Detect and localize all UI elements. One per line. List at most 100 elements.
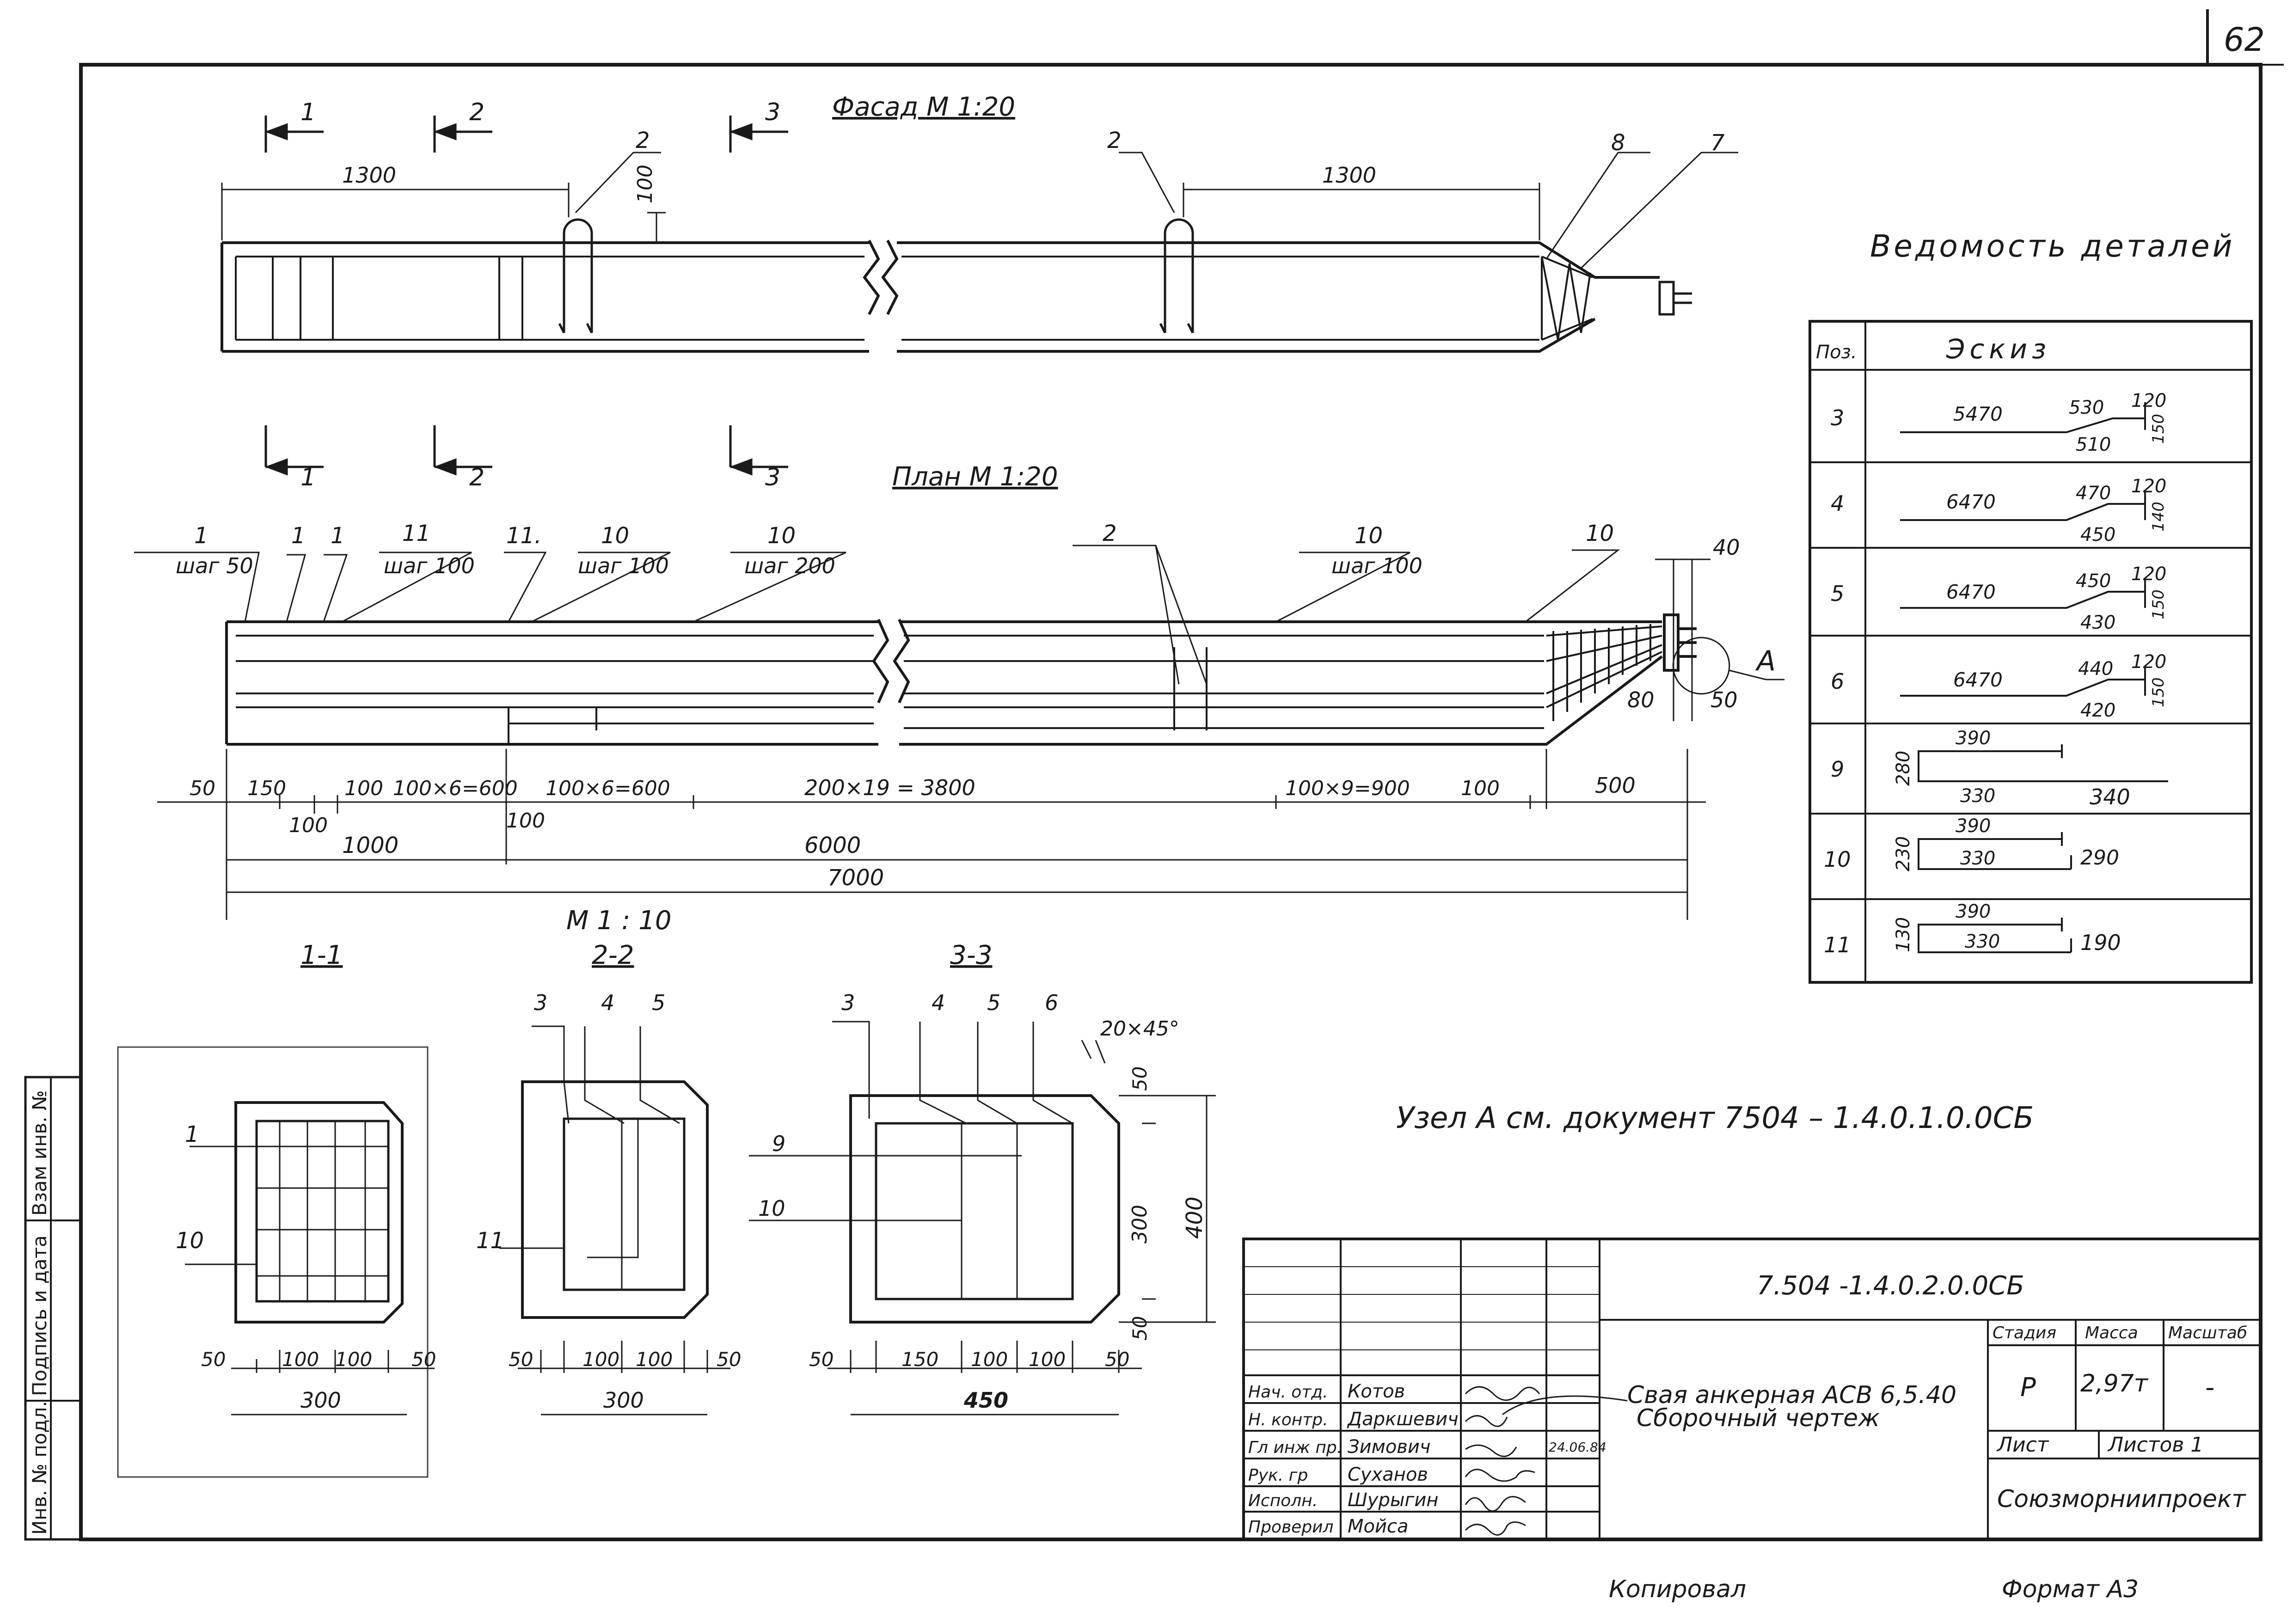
sheets-label: Листов 1: [2107, 1433, 2203, 1457]
plan-callout-1c: 1: [331, 523, 345, 549]
row-5-hook: 120: [2131, 564, 2166, 585]
schedule-row-6: 6 6470 440 120 420 150: [1831, 651, 2168, 721]
s2-callout-4: 4: [601, 990, 614, 1015]
s3-callout-6: 6: [1045, 990, 1058, 1015]
section-3-title: 3-3: [950, 940, 992, 970]
row-9-tail: 340: [2090, 784, 2130, 809]
plan-dim-600a: 100×6=600: [393, 777, 518, 800]
row-9-height: 280: [1893, 751, 1914, 786]
plan-title: План М 1:20: [892, 462, 1058, 492]
facade-callout-2b: 2: [1107, 128, 1122, 153]
organization: Союзморниипроект: [1997, 1485, 2246, 1513]
facade-rebar: [235, 256, 1593, 341]
cut-mark-3-top: 3: [765, 98, 780, 126]
node-dim-80: 80: [1627, 687, 1655, 712]
schedule-title: Ведомость деталей: [1870, 228, 2235, 264]
s3-callout-5: 5: [987, 990, 1000, 1015]
plan-dim-500: 500: [1595, 773, 1636, 798]
facade-callout-7: 7: [1711, 130, 1725, 156]
schedule-stirrup-sketches: [1918, 744, 2168, 953]
plan-dim-100b: 100: [1461, 777, 1500, 800]
cut-mark-2-top: 2: [469, 98, 484, 126]
staff-role-1: Н. контр.: [1248, 1410, 1328, 1429]
staff-name-4: Шурыгин: [1348, 1489, 1439, 1511]
row-6-rise: 150: [2149, 677, 2168, 707]
row-4-rise: 140: [2149, 502, 2168, 532]
row-9-inner: 330: [1960, 785, 1995, 807]
plan-callout-11b: 11.: [506, 523, 541, 549]
row-5-proj: 430: [2080, 612, 2115, 633]
plan-subdim-100a: 100: [289, 814, 328, 837]
stage-value: Р: [2020, 1373, 2036, 1403]
schedule-row-10: 10 390 230 330 290: [1824, 815, 2119, 872]
plan-subdim-100b: 100: [506, 809, 545, 833]
plan-callout-10a-note: шаг 100: [578, 553, 669, 578]
signatures: [1465, 1386, 1540, 1536]
doc-title-line1: Свая анкерная АСВ 6,5.40: [1627, 1381, 1956, 1409]
row-10-height: 230: [1893, 836, 1914, 871]
row-10-inner: 330: [1960, 848, 1995, 869]
node-dim-50: 50: [1711, 687, 1738, 712]
scale-label: Масштаб: [2168, 1324, 2247, 1342]
plan-callout-1a-note: шаг 50: [176, 553, 253, 578]
s3-dim-50b: 50: [1105, 1348, 1129, 1371]
s2-dim-50b: 50: [717, 1348, 741, 1371]
facade-callout-2a: 2: [636, 128, 650, 153]
schedule-row-3: 3 5470 530 120 510 150: [1831, 390, 2168, 455]
plan-dim-7000: 7000: [828, 865, 884, 891]
staff-name-2: Зимович: [1348, 1436, 1431, 1458]
row-4-pos: 4: [1831, 491, 1844, 516]
plan-callout-10d: 10: [1586, 521, 1614, 546]
row-3-rise: 150: [2149, 414, 2168, 444]
plan-leaders: [134, 545, 1784, 721]
s3-vdim-50b: 50: [1128, 1316, 1151, 1341]
parts-schedule: Ведомость деталей Поз. Эскиз 3 5470 530 …: [1809, 228, 2253, 984]
side-stamp-replace: Взам инв. №: [28, 1090, 51, 1216]
row-5-bend: 450: [2076, 570, 2111, 592]
title-block: 7.504 -1.4.0.2.0.0СБ Свая анкерная АСВ 6…: [1242, 1238, 2262, 1541]
section-2-2: 2-2 3 4 5 11 50 100 100 50 300: [476, 940, 741, 1416]
section-2-title: 2-2: [592, 940, 634, 970]
s2-dim-50a: 50: [509, 1348, 533, 1371]
mass-value: 2,97т: [2080, 1370, 2149, 1397]
plan-callout-11a: 11: [402, 521, 430, 546]
row-5-rise: 150: [2149, 589, 2168, 619]
plan-dim-6000: 6000: [804, 833, 861, 858]
s1-dim-100a: 100: [282, 1348, 319, 1371]
row-6-len: 6470: [1953, 668, 2003, 691]
schedule-row-11: 11 390 130 330 190: [1824, 901, 2121, 957]
row-6-hook: 120: [2131, 651, 2166, 673]
s2-callout-3: 3: [534, 990, 547, 1015]
plan-callout-10c: 10: [1355, 523, 1383, 549]
schedule-bent-bar-sketches: [1900, 402, 2146, 697]
s2-dim-100b: 100: [636, 1348, 673, 1371]
s3-vdim-300: 300: [1128, 1205, 1152, 1244]
row-10-tail: 290: [2080, 846, 2119, 870]
side-stamp-inv: Инв. № подл.: [28, 1401, 51, 1535]
plan-callout-11a-note: шаг 100: [384, 553, 475, 578]
section-cut-marks-bottom: [264, 425, 788, 476]
cut-mark-3-bottom: 3: [765, 464, 780, 491]
sheet-label: Лист: [1996, 1433, 2049, 1457]
staff-role-3: Рук. гр: [1248, 1466, 1308, 1485]
plan-view: План М 1:20 1 2 3: [134, 425, 1784, 936]
cut-mark-1-bottom: 1: [300, 464, 316, 491]
s1-dim-total: 300: [300, 1388, 341, 1413]
s1-dim-50b: 50: [411, 1348, 436, 1371]
plan-dim-900: 100×9=900: [1285, 777, 1410, 800]
staff-name-1: Даркшевич: [1347, 1409, 1459, 1430]
row-11-tail: 190: [2080, 930, 2121, 955]
schedule-header-sketch: Эскиз: [1946, 333, 2051, 365]
doc-code: 7.504 -1.4.0.2.0.0СБ: [1757, 1271, 2024, 1301]
facade-dim-100: 100: [633, 165, 657, 203]
s3-callout-3: 3: [841, 990, 855, 1015]
side-stamp-sign: Подпись и дата: [28, 1235, 51, 1396]
plan-callout-10c-note: шаг 100: [1331, 553, 1422, 578]
row-11-height: 130: [1893, 917, 1914, 952]
row-11-inner: 330: [1965, 931, 2000, 952]
s3-dim-50a: 50: [809, 1348, 834, 1371]
section-3-3: 3-3 3 4 5 6 9 10 20×45° 50 300 50 400 50…: [749, 940, 1216, 1416]
s3-dim-total: 450: [963, 1388, 1008, 1413]
row-10-top: 390: [1956, 815, 1991, 837]
staff-name-5: Мойса: [1348, 1516, 1408, 1537]
